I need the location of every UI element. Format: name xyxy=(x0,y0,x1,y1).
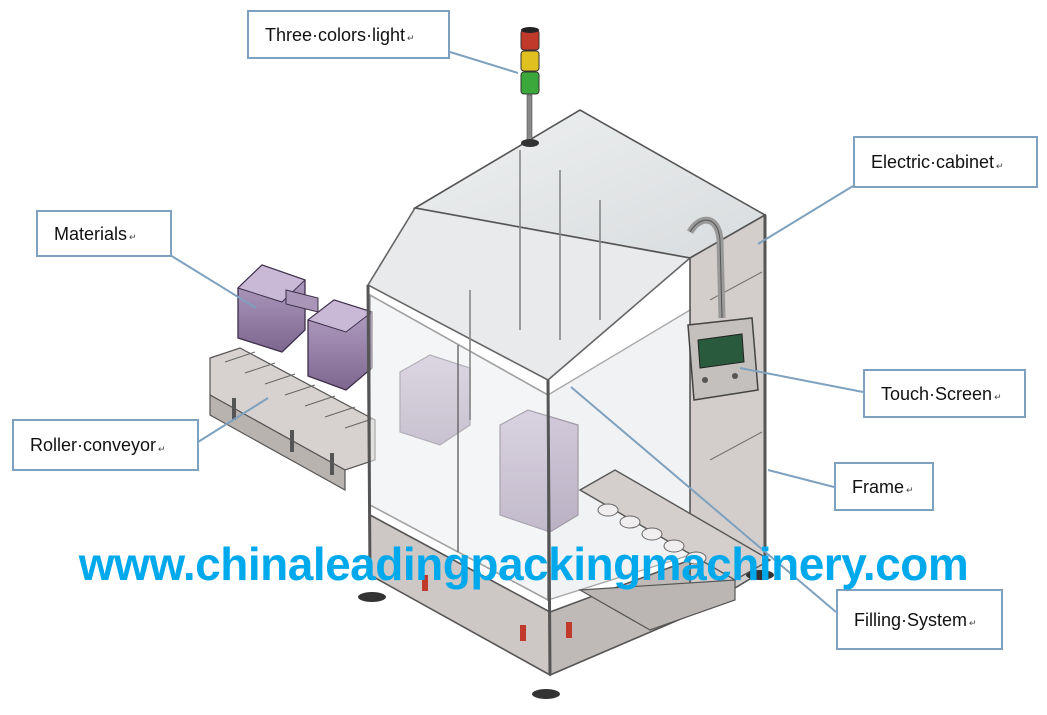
callout-filling-system: Filling·System↵ xyxy=(836,589,1003,650)
callout-touch-screen: Touch·Screen↵ xyxy=(863,369,1026,418)
callout-label: Frame xyxy=(852,476,905,497)
callout-electric-cabinet: Electric·cabinet↵ xyxy=(853,136,1038,188)
callout-three-colors-light: Three·colors·light↵ xyxy=(247,10,450,59)
return-mark: ↵ xyxy=(407,33,415,43)
leader-lines xyxy=(169,51,864,613)
return-mark: ↵ xyxy=(158,443,166,454)
callout-materials: Materials↵ xyxy=(36,210,172,257)
return-mark: ↵ xyxy=(969,618,977,628)
callout-label: Touch·Screen xyxy=(881,383,993,404)
callout-frame: Frame↵ xyxy=(834,462,934,511)
callout-label: Electric·cabinet xyxy=(871,152,995,172)
callout-label: Materials xyxy=(54,223,128,244)
touch-screen-panel xyxy=(687,317,759,401)
return-mark: ↵ xyxy=(994,392,1002,402)
outfeed-conveyor xyxy=(577,469,772,631)
machine-frame xyxy=(358,109,774,699)
callout-roller-conveyor: Roller·conveyor↵ xyxy=(12,419,199,471)
three-colors-light-tower xyxy=(520,27,540,147)
return-mark: ↵ xyxy=(996,160,1004,171)
callout-label: Roller·conveyor xyxy=(30,435,157,455)
return-mark: ↵ xyxy=(129,232,137,242)
callout-label: Filling·System xyxy=(854,609,968,630)
roller-conveyor xyxy=(209,347,376,492)
return-mark: ↵ xyxy=(906,485,914,495)
callout-label: Three·colors·light xyxy=(265,24,406,45)
watermark-url: www.chinaleadingpackingmachinery.com xyxy=(78,538,969,590)
